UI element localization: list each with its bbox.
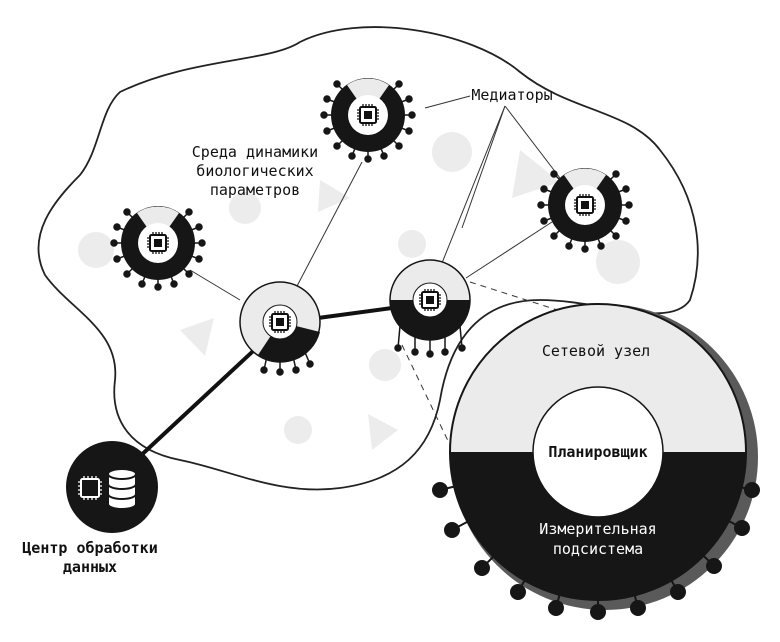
data-links [134,306,393,462]
measuring-label-line-2: подсистема [553,540,643,558]
chip-icon [146,231,170,255]
network-node [432,303,760,620]
mediator-lines [189,95,561,301]
background-shapes [78,132,640,450]
environment-label-line-1: Среда динамики [192,143,318,161]
measuring-label-line-1: Измерительная [539,520,656,538]
data-center-label-line-1: Центр обработки [22,539,157,557]
scheduler-label: Планировщик [548,443,647,461]
chip-icon [78,476,102,500]
mediators-label: Медиаторы [471,86,552,104]
mediator-sensor-right [537,168,633,253]
chip-icon [573,193,597,217]
mediator-sensor-top [320,78,416,163]
environment-label-line-3: параметров [210,181,300,199]
environment-label-line-2: биологических [196,162,313,180]
chip-icon [268,310,292,334]
data-center-label-line-2: данных [63,558,117,576]
network-node-label: Сетевой узел [542,342,650,360]
chip-icon [356,103,380,127]
data-center [66,441,158,533]
intermediate-node-1 [239,281,321,376]
chip-icon [418,288,442,312]
environment-cloud [37,26,699,491]
mediator-sensor-left [110,206,206,291]
intermediate-node-2 [389,259,471,358]
database-icon [107,468,137,510]
